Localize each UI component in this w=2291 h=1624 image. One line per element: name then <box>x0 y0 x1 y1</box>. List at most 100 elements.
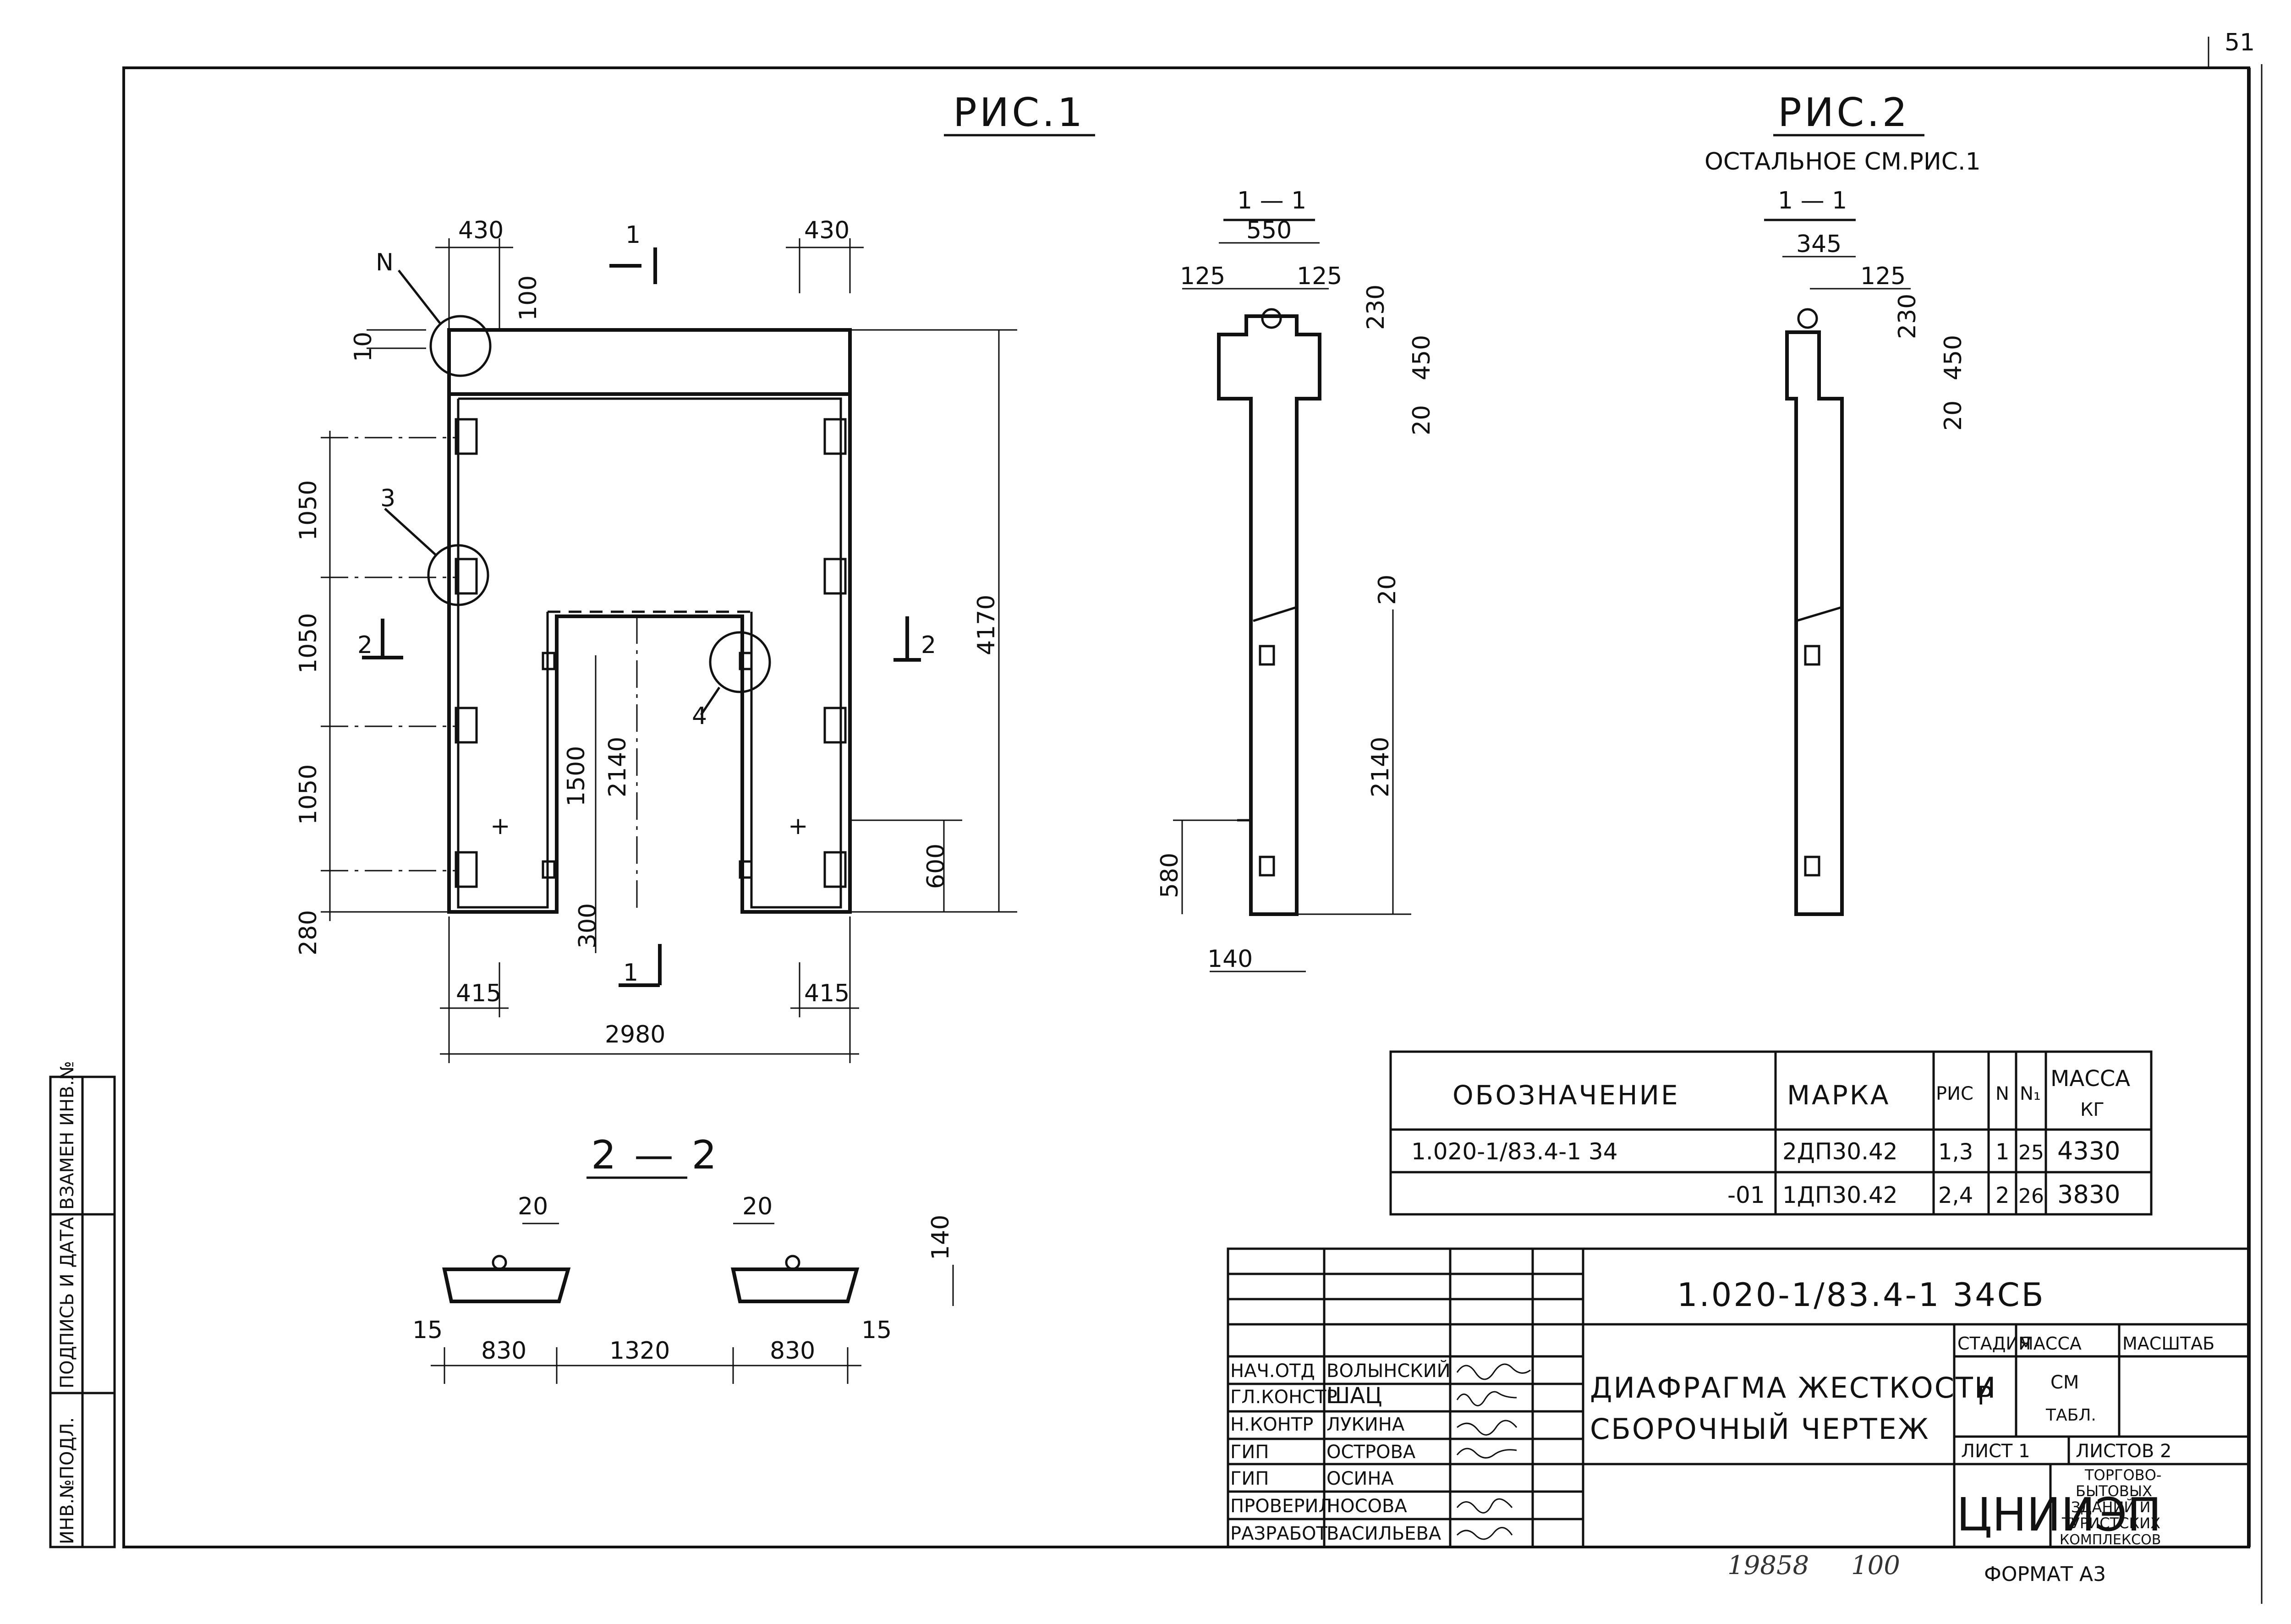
spec-row2-n: 2 <box>1995 1183 2010 1208</box>
staff-role-4: ГИП <box>1230 1442 1269 1463</box>
spec-row1-n: 1 <box>1995 1139 2010 1165</box>
plus-right: + <box>788 812 808 840</box>
dim-2140: 2140 <box>604 737 631 797</box>
dim-600: 600 <box>922 844 950 889</box>
sec11a-dim-230: 230 <box>1362 285 1390 330</box>
spec-row2-mark: 1ДП30.42 <box>1782 1182 1898 1208</box>
plus-left: + <box>490 812 510 840</box>
sec11a-dim-550: 550 <box>1246 217 1292 244</box>
sec11a-dim-450: 450 <box>1408 335 1436 380</box>
sec11a-dim-125-r: 125 <box>1297 263 1342 290</box>
fig2-dim-450: 450 <box>1940 335 1967 380</box>
panel-outline <box>447 394 852 914</box>
spec-row2-mass: 3830 <box>2057 1180 2120 1209</box>
spec-header-mass-unit: КГ <box>2080 1099 2105 1120</box>
sec11a-outline <box>1217 314 1321 916</box>
spec-header-designation: ОБОЗНАЧЕНИЕ <box>1452 1080 1680 1111</box>
cut-1-bottom-label: 1 <box>623 959 638 987</box>
signatures <box>1456 1363 1531 1540</box>
tb-org-line5: КОМПЛЕКСОВ <box>2060 1532 2161 1548</box>
sec22-dim-20-right: 20 <box>742 1193 773 1220</box>
dim-top-right-430: 430 <box>804 217 850 244</box>
staff-role-7: РАЗРАБОТ <box>1230 1523 1328 1544</box>
spec-row1-n1: 25 <box>2018 1141 2044 1164</box>
fig2-dim-125: 125 <box>1860 263 1906 290</box>
tb-mass-value-2: ТАБЛ. <box>2045 1406 2096 1425</box>
side-replace-inv: ВЗАМЕН ИНВ.№ <box>57 1061 78 1210</box>
spec-header-n1: N₁ <box>2020 1083 2041 1104</box>
fig2: РИС.2 ОСТАЛЬНОЕ СМ.РИС.1 1 — 1 345 125 2… <box>1705 90 1981 916</box>
spec-row1-mark: 2ДП30.42 <box>1782 1138 1898 1165</box>
fig2-dim-230: 230 <box>1894 294 1921 339</box>
spec-row2-fig: 2,4 <box>1938 1183 1973 1208</box>
spec-row2-n1: 26 <box>2018 1185 2044 1208</box>
callout-3-circle <box>427 544 489 606</box>
fig2-dim-20: 20 <box>1940 401 1967 431</box>
dim-4170: 4170 <box>973 595 1000 655</box>
staff-name-5: ОСИНА <box>1326 1468 1394 1489</box>
sec22-dim-15-right: 15 <box>861 1317 892 1344</box>
tb-sheets: ЛИСТОВ 2 <box>2076 1441 2171 1462</box>
dim-1050-b: 1050 <box>295 613 322 674</box>
fig1-title: РИС.1 <box>953 90 1085 136</box>
staff-name-7: ВАСИЛЬЕВА <box>1326 1523 1441 1544</box>
dim-415-right: 415 <box>804 980 850 1007</box>
side-inv-orig: ИНВ.№ПОДЛ. <box>57 1417 78 1544</box>
staff-name-2: ШАЦ <box>1326 1383 1382 1409</box>
tb-org-line3: ЗДАНИЙ И <box>2071 1498 2150 1516</box>
spec-row1-mass: 4330 <box>2057 1136 2120 1165</box>
side-sign-date: ПОДПИСЬ И ДАТА <box>57 1217 78 1388</box>
sec11a-joint <box>1253 606 1297 622</box>
dim-415-left: 415 <box>456 980 501 1007</box>
spec-header-mark: МАРКА <box>1787 1080 1891 1111</box>
dim-300: 300 <box>574 903 602 949</box>
cut-2-right-label: 2 <box>921 631 936 659</box>
tb-org-line4: ТУРИСТСКИХ <box>2061 1514 2160 1532</box>
side-stamp: ИНВ.№ПОДЛ. ПОДПИСЬ И ДАТА ВЗАМЕН ИНВ.№ <box>49 1061 116 1548</box>
dim-1500: 1500 <box>563 746 590 807</box>
panel-inner-edge <box>457 397 842 909</box>
tb-code: 1.020-1/83.4-1 34СБ <box>1677 1276 2045 1314</box>
staff-role-3: Н.КОНТР <box>1230 1414 1313 1435</box>
dim-2980: 2980 <box>605 1021 665 1048</box>
dim-1050-a: 1050 <box>295 480 322 541</box>
staff-role-5: ГИП <box>1230 1468 1269 1489</box>
sec22-dim-1320: 1320 <box>609 1337 670 1365</box>
fig2-section-title: 1 — 1 <box>1778 187 1847 214</box>
sec11a-dim-580: 580 <box>1156 853 1184 898</box>
staff-name-3: ЛУКИНА <box>1326 1414 1405 1435</box>
callout-n-circle <box>429 315 492 377</box>
format-label: ФОРМАТ А3 <box>1984 1563 2106 1586</box>
page-number: 51 <box>2225 29 2255 56</box>
sec22-dim-830-left: 830 <box>481 1337 526 1365</box>
spec-row1-fig: 1,3 <box>1938 1139 1973 1165</box>
title-block: 1.020-1/83.4-1 34СБ ДИАФРАГМА ЖЕСТКОСТИ … <box>1227 1247 2250 1548</box>
spec-row2-designation: -01 <box>1727 1182 1765 1208</box>
inventory-number: 19858 <box>1727 1551 1809 1580</box>
opening-lintel-dash <box>546 610 751 616</box>
spec-header-mass: МАССА <box>2050 1066 2130 1092</box>
tb-name-line2: СБОРОЧНЫЙ ЧЕРТЕЖ <box>1590 1412 1930 1446</box>
dim-top-left-430: 430 <box>458 217 504 244</box>
embedded-parts <box>455 418 847 888</box>
staff-role-2: ГЛ.КОНСТР <box>1230 1387 1337 1408</box>
sec22-right-part <box>731 1267 860 1303</box>
sec11a-dim-140: 140 <box>1207 945 1253 973</box>
dim-280: 280 <box>295 910 322 955</box>
cut-1-top-label: 1 <box>625 221 641 249</box>
tb-scale-label: МАСШТАБ <box>2122 1333 2214 1354</box>
section-1-1-a: 1 — 1 550 125 125 230 450 20 20 2140 580… <box>1156 187 1436 973</box>
callout-4-circle <box>709 631 771 693</box>
tb-org-logo: ЦНИИЭП <box>1957 1488 2161 1542</box>
tb-name-line1: ДИАФРАГМА ЖЕСТКОСТИ <box>1590 1371 1997 1405</box>
sec11a-dim-125-l: 125 <box>1180 263 1225 290</box>
sec22-dim-15-left: 15 <box>412 1317 443 1344</box>
copy-count: 100 <box>1851 1551 1900 1580</box>
fig2-outline <box>1785 330 1844 916</box>
spec-header-fig: РИС <box>1936 1083 1973 1104</box>
tb-mass-label: МАССА <box>2018 1333 2082 1354</box>
dim-step-10: 10 <box>350 332 377 362</box>
sec22-dim-20-left: 20 <box>518 1193 548 1220</box>
spec-header-n: N <box>1995 1083 2009 1104</box>
callout-3-label: 3 <box>380 485 395 512</box>
